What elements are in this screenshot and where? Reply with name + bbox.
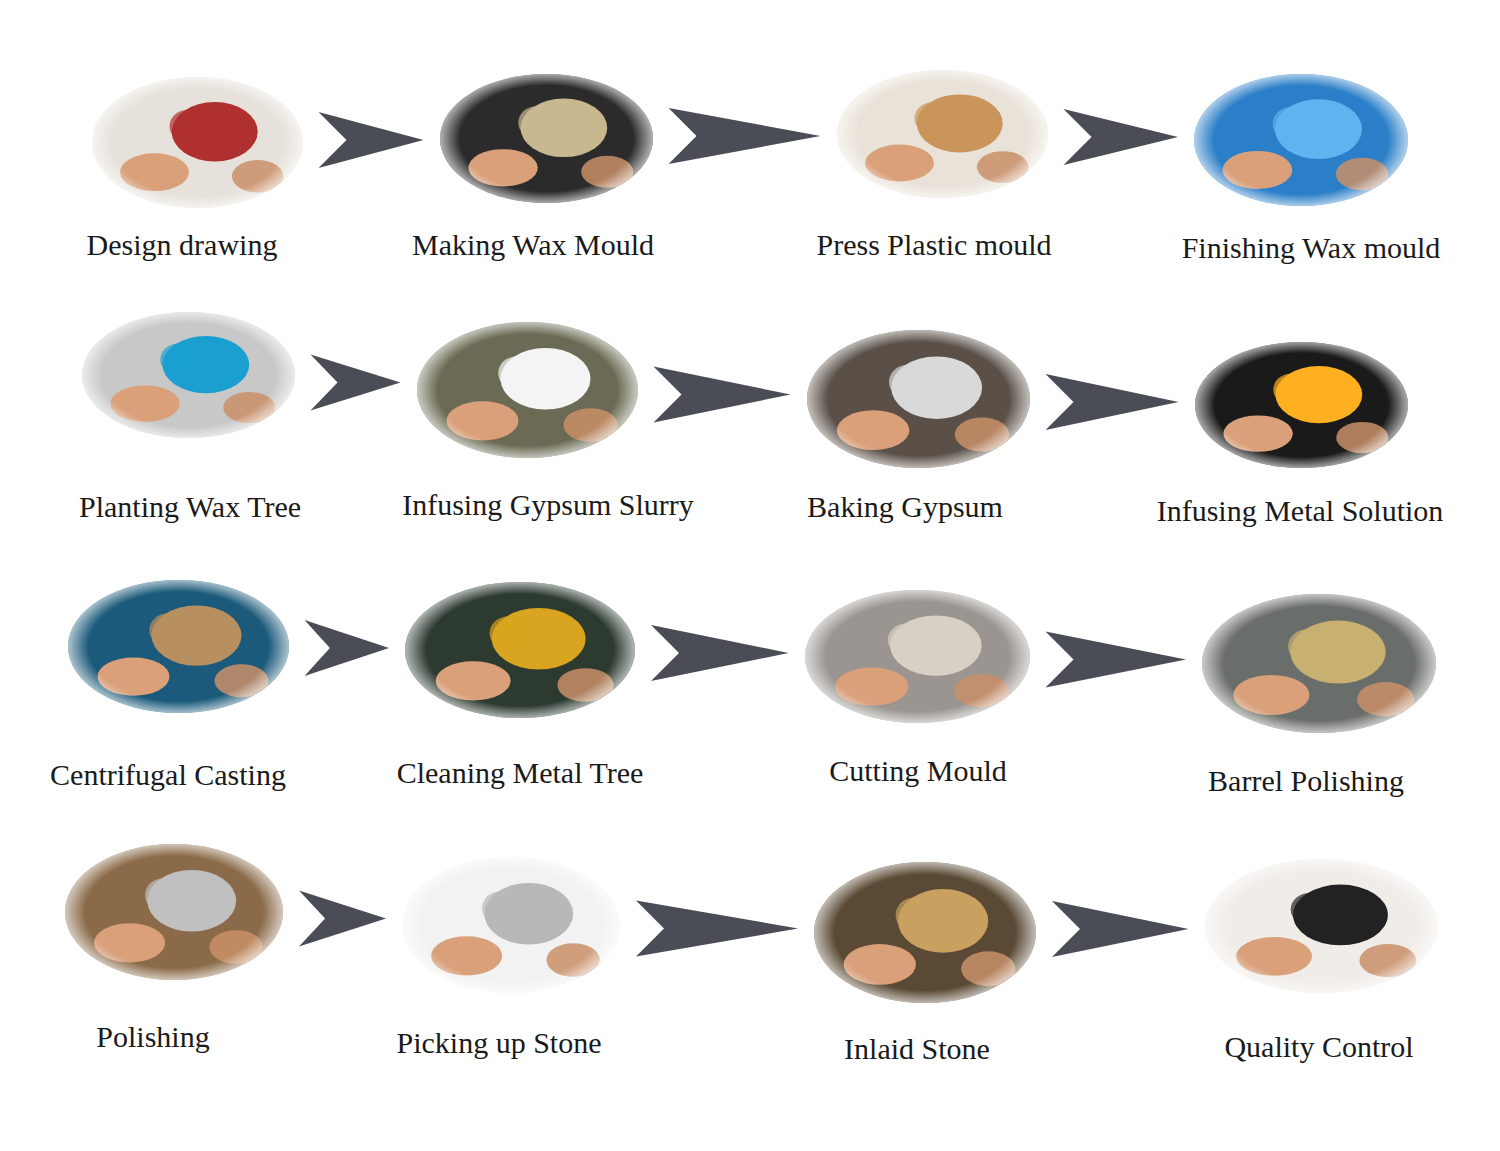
process-photo xyxy=(812,860,1038,1005)
photo-oval: Planting Wax Tree xyxy=(80,310,297,440)
process-photo xyxy=(90,75,305,210)
process-photo xyxy=(1193,340,1410,470)
photo-oval: Design drawing xyxy=(90,75,305,210)
photo-oval: Baking Gypsum xyxy=(805,328,1032,470)
process-photo xyxy=(63,842,285,982)
step-caption: Baking Gypsum xyxy=(805,489,1005,525)
flow-arrow xyxy=(299,891,386,947)
process-photo xyxy=(66,578,291,715)
step-caption: Picking up Stone xyxy=(394,1025,603,1061)
photo-oval: Infusing Gypsum Slurry xyxy=(415,320,640,460)
step-caption: Centrifugal Casting xyxy=(48,757,288,793)
flow-arrow xyxy=(1064,109,1179,165)
process-photo xyxy=(403,580,637,720)
photo-oval: Cleaning Metal Tree xyxy=(403,580,637,720)
photo-oval: Inlaid Stone xyxy=(812,860,1038,1005)
process-photo xyxy=(80,310,297,440)
process-photo xyxy=(400,855,622,995)
step-caption: Finishing Wax mould xyxy=(1180,230,1443,266)
photo-oval: Polishing xyxy=(63,842,285,982)
process-photo xyxy=(1192,72,1410,208)
photo-oval: Cutting Mould xyxy=(803,588,1032,725)
flow-arrow xyxy=(651,625,789,681)
process-photo xyxy=(805,328,1032,470)
flow-arrow xyxy=(636,901,798,957)
step-caption: Cutting Mould xyxy=(827,753,1009,789)
process-photo xyxy=(438,72,655,205)
step-caption: Barrel Polishing xyxy=(1206,763,1406,799)
flow-arrow xyxy=(1046,374,1179,430)
step-caption: Planting Wax Tree xyxy=(77,489,303,525)
step-caption: Infusing Metal Solution xyxy=(1155,493,1446,529)
process-photo xyxy=(415,320,640,460)
flow-arrow xyxy=(311,355,401,411)
flow-arrow xyxy=(305,620,390,676)
flow-arrow xyxy=(654,367,791,423)
flow-arrow xyxy=(669,108,821,164)
process-photo xyxy=(1203,857,1440,995)
step-caption: Making Wax Mould xyxy=(410,227,656,263)
photo-oval: Finishing Wax mould xyxy=(1192,72,1410,208)
photo-oval: Picking up Stone xyxy=(400,855,622,995)
flow-arrow xyxy=(319,112,424,168)
flow-arrow xyxy=(1046,632,1187,688)
photo-oval: Press Plastic mould xyxy=(835,68,1050,200)
process-photo xyxy=(1200,592,1438,735)
photo-oval: Centrifugal Casting xyxy=(66,578,291,715)
photo-oval: Making Wax Mould xyxy=(438,72,655,205)
photo-oval: Barrel Polishing xyxy=(1200,592,1438,735)
step-caption: Polishing xyxy=(94,1019,211,1055)
step-caption: Press Plastic mould xyxy=(814,227,1053,263)
step-caption: Cleaning Metal Tree xyxy=(395,755,646,791)
process-photo xyxy=(803,588,1032,725)
photo-oval: Quality Control xyxy=(1203,857,1440,995)
step-caption: Infusing Gypsum Slurry xyxy=(400,487,696,523)
step-caption: Inlaid Stone xyxy=(842,1031,992,1067)
process-photo xyxy=(835,68,1050,200)
step-caption: Quality Control xyxy=(1222,1029,1415,1065)
flow-arrow xyxy=(1052,901,1189,957)
step-caption: Design drawing xyxy=(85,227,280,263)
photo-oval: Infusing Metal Solution xyxy=(1193,340,1410,470)
